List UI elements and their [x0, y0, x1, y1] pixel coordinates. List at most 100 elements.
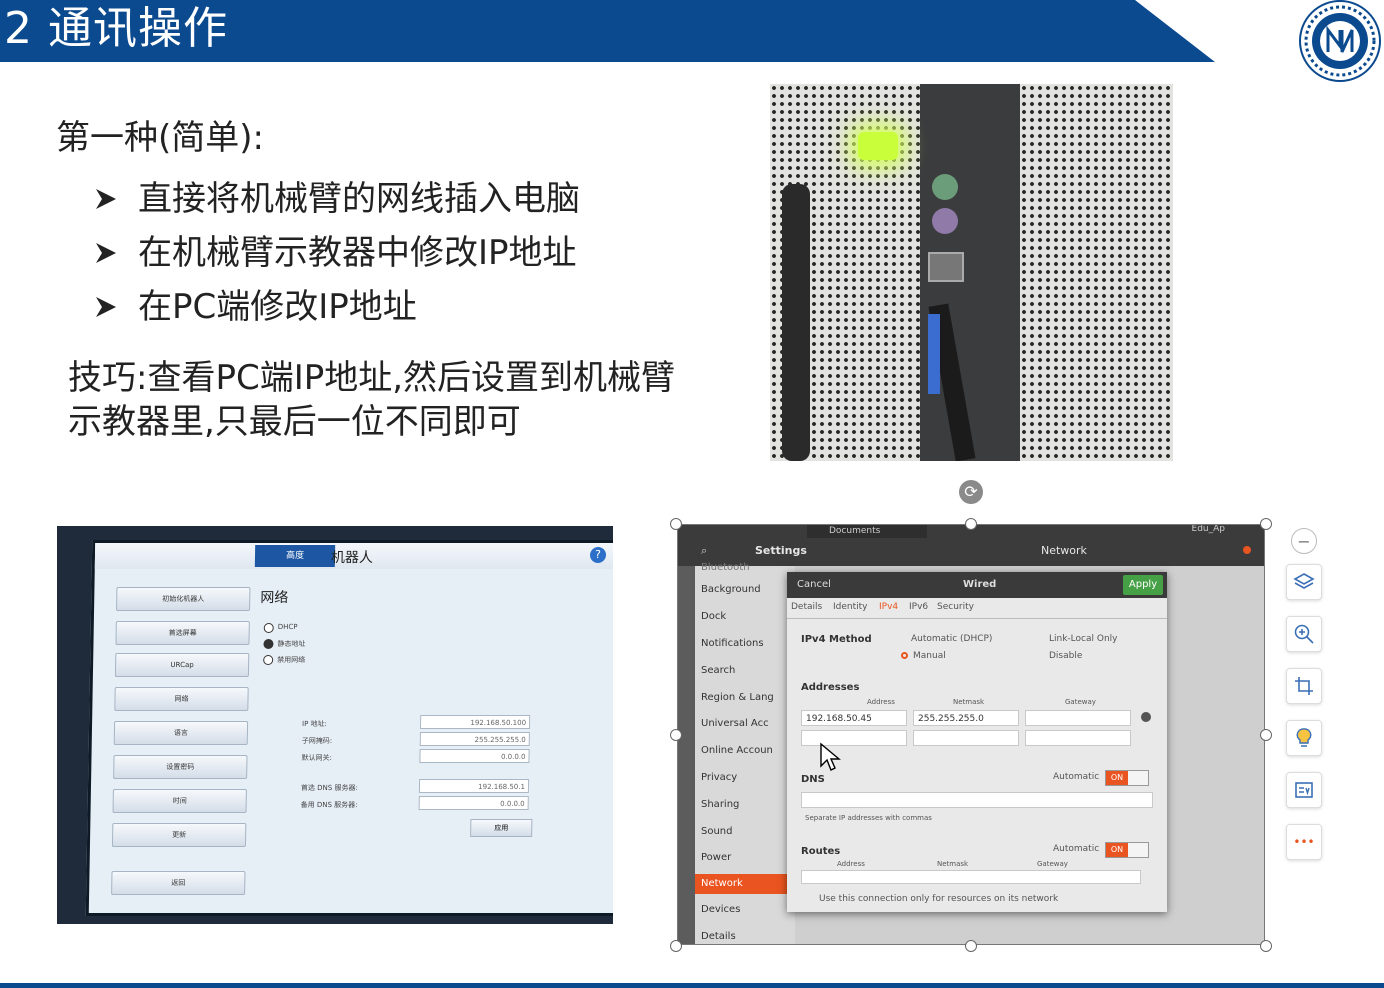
- tp-button[interactable]: 初始化机器人: [116, 587, 251, 611]
- resize-handle[interactable]: [965, 518, 977, 530]
- tab-security[interactable]: Security: [937, 602, 974, 612]
- sidebar-item-universal-access[interactable]: Universal Acc: [701, 718, 769, 729]
- cable: [782, 184, 810, 461]
- sidebar-item-bluetooth[interactable]: Bluetooth: [701, 562, 750, 573]
- settings-title: Settings: [755, 544, 807, 557]
- method-manual[interactable]: Manual: [913, 651, 946, 661]
- sidebar-item-privacy[interactable]: Privacy: [701, 772, 738, 783]
- method-disable[interactable]: Disable: [1049, 651, 1083, 661]
- tp-netmask-field[interactable]: 255.255.255.0: [419, 732, 530, 746]
- tp-button[interactable]: 首选屏幕: [115, 621, 250, 645]
- resize-handle[interactable]: [1260, 518, 1272, 530]
- search-icon[interactable]: ⌕: [701, 544, 708, 557]
- ethernet-port: [928, 252, 964, 282]
- radio-disable[interactable]: [263, 655, 274, 665]
- tab-details[interactable]: Details: [791, 602, 823, 612]
- step-text: 在机械臂示教器中修改IP地址: [138, 233, 577, 273]
- radio-manual[interactable]: [901, 652, 908, 659]
- address-input[interactable]: 192.168.50.45: [801, 710, 907, 726]
- more-icon[interactable]: •••: [1286, 824, 1322, 860]
- tp-dns1-field[interactable]: 192.168.50.1: [418, 779, 530, 793]
- resize-handle[interactable]: [965, 940, 977, 952]
- routes-automatic-label: Automatic: [1053, 844, 1100, 854]
- wired-dialog: Cancel Wired Apply Details Identity IPv4…: [787, 572, 1167, 912]
- method-automatic[interactable]: Automatic (DHCP): [911, 634, 993, 644]
- tab-ipv6[interactable]: IPv6: [909, 602, 929, 612]
- radio-dhcp[interactable]: [263, 623, 274, 633]
- remove-address-icon[interactable]: [1141, 712, 1151, 722]
- address-input-empty[interactable]: [801, 730, 907, 746]
- tp-apply-button[interactable]: 应用: [470, 819, 533, 837]
- sidebar-item-region[interactable]: Region & Lang: [701, 692, 774, 703]
- network-title: Network: [1041, 544, 1087, 557]
- tp-label: IP 地址:: [302, 720, 328, 728]
- tp-gateway-field[interactable]: 0.0.0.0: [419, 749, 530, 763]
- resize-handle[interactable]: [670, 729, 682, 741]
- ubuntu-settings-photo: Documents Edu_Ap Settings ⌕ Network Blue…: [677, 524, 1265, 945]
- sidebar-item-network[interactable]: Network: [695, 874, 795, 894]
- zoom-glyph: [1294, 624, 1314, 644]
- tip-line: 示教器里,只最后一位不同即可: [68, 402, 521, 442]
- tp-button[interactable]: 设置密码: [113, 755, 248, 779]
- port-green: [932, 174, 958, 200]
- resize-handle[interactable]: [1260, 940, 1272, 952]
- tp-button-network[interactable]: 网络: [114, 687, 249, 711]
- tp-dns2-field[interactable]: 0.0.0.0: [418, 796, 529, 810]
- usb-ports: [928, 314, 940, 394]
- gateway-input-empty[interactable]: [1025, 730, 1131, 746]
- routes-automatic-toggle[interactable]: ON: [1105, 842, 1149, 858]
- crop-glyph: [1295, 677, 1313, 695]
- sidebar-item-sound[interactable]: Sound: [701, 826, 733, 837]
- minus-circle-icon[interactable]: −: [1291, 528, 1317, 554]
- rotate-handle-icon[interactable]: ⟳: [959, 480, 983, 504]
- resize-handle[interactable]: [1260, 729, 1272, 741]
- tp-option: 静态地址: [277, 640, 306, 648]
- sidebar-item-notifications[interactable]: Notifications: [701, 638, 764, 649]
- sidebar-item-search[interactable]: Search: [701, 665, 736, 676]
- crop-icon[interactable]: [1286, 668, 1322, 704]
- method-heading: 第一种(简单):: [56, 118, 264, 158]
- tab-ipv4[interactable]: IPv4: [879, 602, 899, 612]
- sidebar-item-details[interactable]: Details: [701, 931, 736, 942]
- resize-handle[interactable]: [670, 940, 682, 952]
- zoom-in-icon[interactable]: [1286, 616, 1322, 652]
- method-link-local[interactable]: Link-Local Only: [1049, 634, 1118, 644]
- dns-automatic-toggle[interactable]: ON: [1105, 770, 1149, 786]
- sidebar-item-dock[interactable]: Dock: [701, 611, 727, 622]
- mouse-cursor-icon: [820, 742, 841, 771]
- route-col-gateway: Gateway: [1037, 860, 1068, 868]
- tp-button-back[interactable]: 返回: [111, 871, 246, 895]
- close-icon[interactable]: [1243, 546, 1251, 554]
- route-input[interactable]: [801, 870, 1141, 884]
- sidebar-item-online-accounts[interactable]: Online Accoun: [701, 745, 773, 756]
- sidebar-item-background[interactable]: Background: [701, 584, 761, 595]
- netmask-input[interactable]: 255.255.255.0: [913, 710, 1019, 726]
- resize-handle[interactable]: [670, 518, 682, 530]
- tp-button[interactable]: URCap: [114, 653, 250, 677]
- layers-icon[interactable]: [1286, 564, 1322, 600]
- connection-only-checkbox-label[interactable]: Use this connection only for resources o…: [819, 894, 1059, 904]
- apply-button[interactable]: Apply: [1123, 575, 1163, 595]
- list-item: 在机械臂示教器中修改IP地址: [92, 226, 580, 280]
- tab-identity[interactable]: Identity: [833, 602, 868, 612]
- ubuntu-topbar: Documents Edu_Ap Settings ⌕ Network: [677, 524, 1265, 566]
- sidebar-item-sharing[interactable]: Sharing: [701, 799, 740, 810]
- sidebar-item-devices[interactable]: Devices: [701, 904, 741, 915]
- cancel-button[interactable]: Cancel: [797, 579, 831, 590]
- dns-input[interactable]: [801, 792, 1153, 808]
- lightbulb-icon[interactable]: [1286, 720, 1322, 756]
- tp-button[interactable]: 时间: [112, 789, 247, 813]
- gateway-input[interactable]: [1025, 710, 1131, 726]
- teach-pendant-screen: 高度 机器人 ? 初始化机器人 首选屏幕 URCap 网络 语言 设置密码 时间…: [85, 540, 613, 916]
- header-bar: [0, 0, 1215, 62]
- sidebar-item-power[interactable]: Power: [701, 852, 732, 863]
- documents-tab[interactable]: Documents: [807, 524, 927, 538]
- image-text-icon[interactable]: [1286, 772, 1322, 808]
- tp-ip-field[interactable]: 192.168.50.100: [419, 715, 531, 729]
- tp-head-tab[interactable]: 高度: [254, 545, 336, 567]
- col-netmask: Netmask: [953, 698, 985, 706]
- tp-button[interactable]: 语言: [113, 721, 249, 745]
- radio-static[interactable]: [263, 639, 274, 649]
- netmask-input-empty[interactable]: [913, 730, 1019, 746]
- tp-button[interactable]: 更新: [111, 823, 247, 847]
